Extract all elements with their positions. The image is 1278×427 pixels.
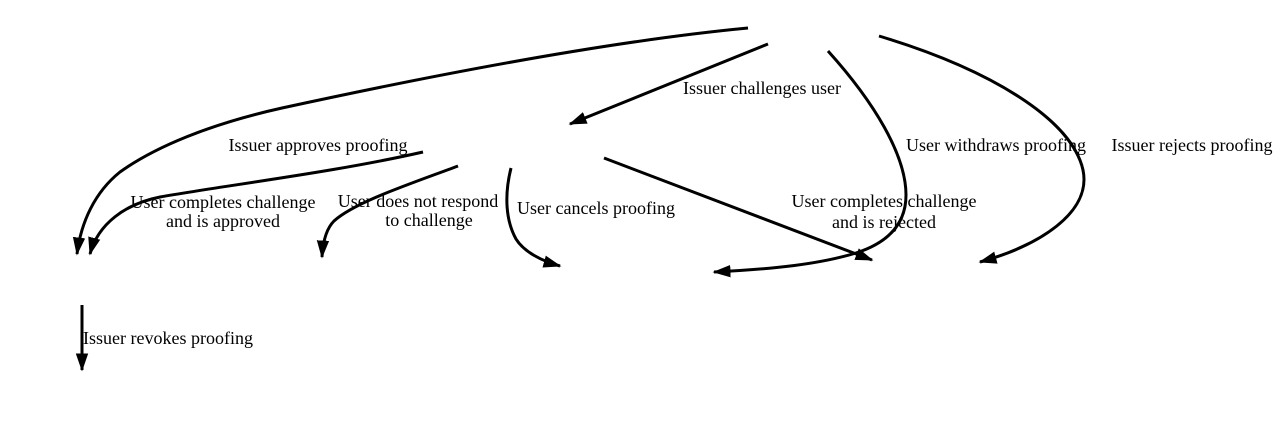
edge-pending-challenged: Issuer challenges user [568, 42, 841, 126]
edge-label-pending-challenged-line1: Issuer challenges user [683, 78, 841, 98]
edge-path-pending-challenged [568, 42, 769, 126]
edge-label-challenged-expired-line2: to challenge [385, 210, 472, 230]
edge-pending-canceled: User withdraws proofing [712, 49, 1086, 278]
edge-label-approved-revoked-line1: Issuer revokes proofing [83, 328, 253, 348]
edge-path-pending-rejected [878, 34, 1086, 264]
edge-label-challenged-approved-line1: User completes challenge [131, 192, 316, 212]
edge-label-pending-approved-line1: Issuer approves proofing [229, 135, 408, 155]
edge-label-challenged-canceled-line1: User cancels proofing [517, 198, 675, 218]
edge-path-challenged-canceled [505, 167, 562, 268]
edge-label-challenged-expired-line1: User does not respond [338, 191, 498, 211]
edge-path-pending-approved [72, 26, 749, 256]
edge-pending-approved: Issuer approves proofing [72, 26, 749, 256]
edge-label-pending-rejected-line1: Issuer rejects proofing [1112, 135, 1273, 155]
edge-path-challenged-approved [88, 150, 424, 256]
edge-label-challenged-approved-line2: and is approved [166, 211, 280, 231]
edge-approved-revoked: Issuer revokes proofing [75, 305, 253, 372]
edge-label-challenged-rejected-line1: User completes challenge [792, 191, 977, 211]
edge-pending-rejected: Issuer rejects proofing [878, 34, 1273, 264]
edge-path-pending-canceled [712, 49, 908, 278]
edge-challenged-canceled: User cancels proofing [505, 167, 675, 268]
edge-label-pending-canceled-line1: User withdraws proofing [906, 135, 1086, 155]
edge-path-challenged-expired [316, 164, 459, 259]
edge-label-challenged-rejected-line2: and is rejected [832, 212, 936, 232]
edge-path-challenged-rejected [603, 156, 874, 262]
